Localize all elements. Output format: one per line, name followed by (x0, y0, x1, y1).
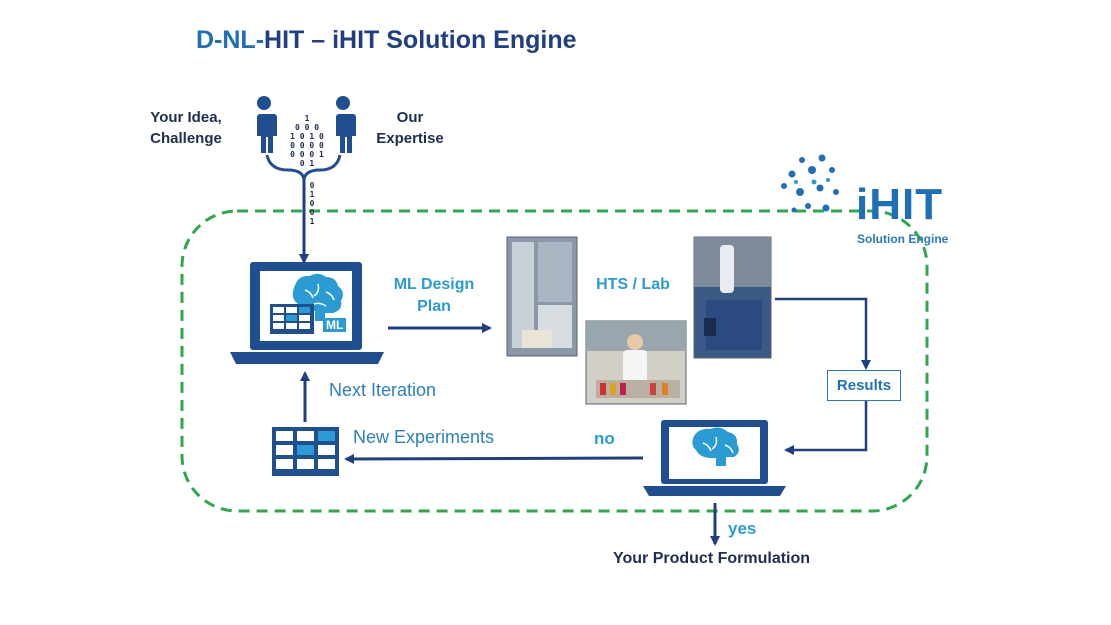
results-arrow (775, 297, 871, 370)
binary-row: 0 0 0 0 (290, 141, 324, 150)
lab-equipment-photo (506, 236, 578, 357)
new-experiments-label: New Experiments (353, 427, 495, 447)
scientist-photo (585, 320, 687, 405)
next-iteration-label: Next Iteration (329, 380, 437, 400)
ml-design-plan-label: ML Design Plan (393, 276, 475, 315)
robot-photo (693, 236, 772, 359)
binary-digit: 0 (309, 208, 315, 217)
evaluation-arrow (784, 400, 868, 455)
results-box: Results (827, 370, 901, 401)
ml-laptop-icon (230, 262, 384, 364)
binary-row: 0 0 0 1 (290, 150, 324, 159)
title-main: HIT – iHIT Solution Engine (264, 26, 577, 54)
ihit-logo-icon (781, 154, 839, 213)
no-arrow (344, 453, 644, 464)
person-right-icon (333, 96, 356, 153)
logo-subtitle: Solution Engine (857, 232, 949, 246)
binary-row: 1 0 1 0 (290, 132, 324, 141)
iteration-loop-border (180, 209, 929, 513)
binary-row: 0 0 0 (294, 123, 320, 132)
hts-lab-label: HTS / Lab (596, 276, 670, 293)
yes-label: yes (728, 519, 757, 538)
ml-badge: ML (323, 318, 347, 332)
title-prefix: D-NL- (196, 26, 265, 54)
binary-row: 0 1 (299, 159, 315, 168)
funnel-lines (265, 154, 342, 181)
idea-label: Your Idea, Challenge (150, 109, 222, 147)
expertise-label: Our Expertise (376, 109, 444, 147)
page-title: D-NL-HIT – iHIT Solution Engine (196, 26, 577, 55)
new-experiments-table-icon (272, 427, 339, 476)
no-label: no (594, 429, 615, 448)
binary-digit: 0 (309, 199, 315, 208)
binary-digit: 1 (309, 217, 315, 226)
logo-name: iHIT (856, 180, 944, 229)
evaluation-laptop-icon (643, 420, 786, 496)
binary-stream: 0 1 0 0 1 (309, 181, 315, 226)
binary-digit: 1 (309, 190, 315, 199)
binary-row: 1 (304, 114, 310, 123)
product-formulation-label: Your Product Formulation (613, 550, 811, 567)
person-left-icon (254, 96, 277, 153)
binary-digit: 0 (309, 181, 315, 190)
